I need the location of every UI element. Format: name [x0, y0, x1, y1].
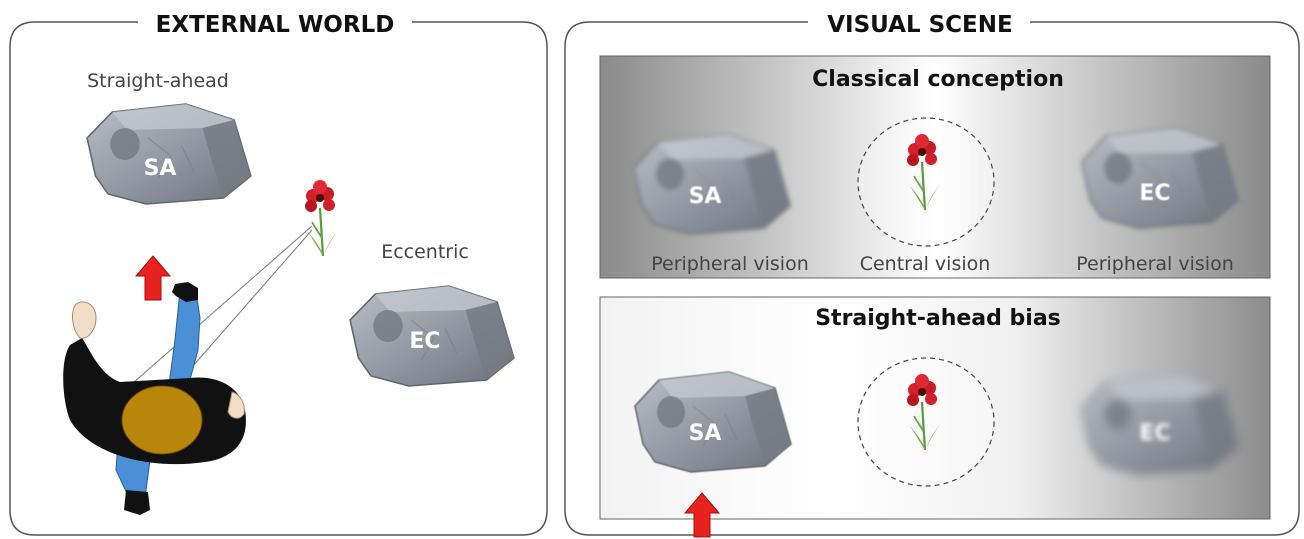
observer-head-hair	[121, 385, 203, 455]
bias-central-circle	[857, 357, 995, 487]
observer-right-hand	[227, 391, 245, 419]
straight-ahead-label: Straight-ahead	[87, 70, 229, 92]
observer-person	[63, 282, 246, 515]
observer-left-hand	[72, 301, 97, 339]
caption-central: Central vision	[860, 253, 991, 275]
caption-peripheral-left: Peripheral vision	[651, 253, 809, 275]
classical-ec-rock	[1081, 127, 1239, 229]
classical-ec-label: EC	[1139, 181, 1170, 206]
classical-central-circle	[857, 117, 995, 247]
straight-ahead-arrow-icon	[135, 255, 171, 301]
external-world-frame	[9, 21, 548, 536]
external-world-title: EXTERNAL WORLD	[156, 12, 395, 38]
external-world-panel: EXTERNAL WORLD Straight-ahead SA Eccentr…	[9, 12, 548, 536]
observer-left-shoe	[172, 282, 198, 302]
gaze-lines	[124, 225, 313, 391]
classical-conception-box: Classical conception SA EC Peripheral vi…	[599, 55, 1271, 279]
sa-rock-label: SA	[144, 156, 177, 181]
bias-ec-label: EC	[1139, 421, 1170, 446]
visual-scene-title: VISUAL SCENE	[827, 12, 1012, 38]
bias-sa-label: SA	[689, 421, 722, 446]
straight-ahead-bias-title: Straight-ahead bias	[815, 306, 1061, 331]
caption-peripheral-right: Peripheral vision	[1076, 253, 1234, 275]
eccentric-label: Eccentric	[381, 241, 469, 263]
straight-ahead-bias-box: Straight-ahead bias SA EC	[599, 296, 1271, 538]
classical-conception-title: Classical conception	[812, 67, 1064, 92]
visual-scene-frame	[564, 21, 1300, 536]
observer-right-shoe	[124, 490, 150, 515]
classical-sa-label: SA	[689, 184, 722, 209]
visual-scene-panel: VISUAL SCENE Classical conception SA EC …	[564, 12, 1300, 538]
ec-rock-label: EC	[409, 329, 440, 354]
straight-ahead-rock	[86, 103, 252, 205]
flower-icon	[303, 178, 342, 258]
